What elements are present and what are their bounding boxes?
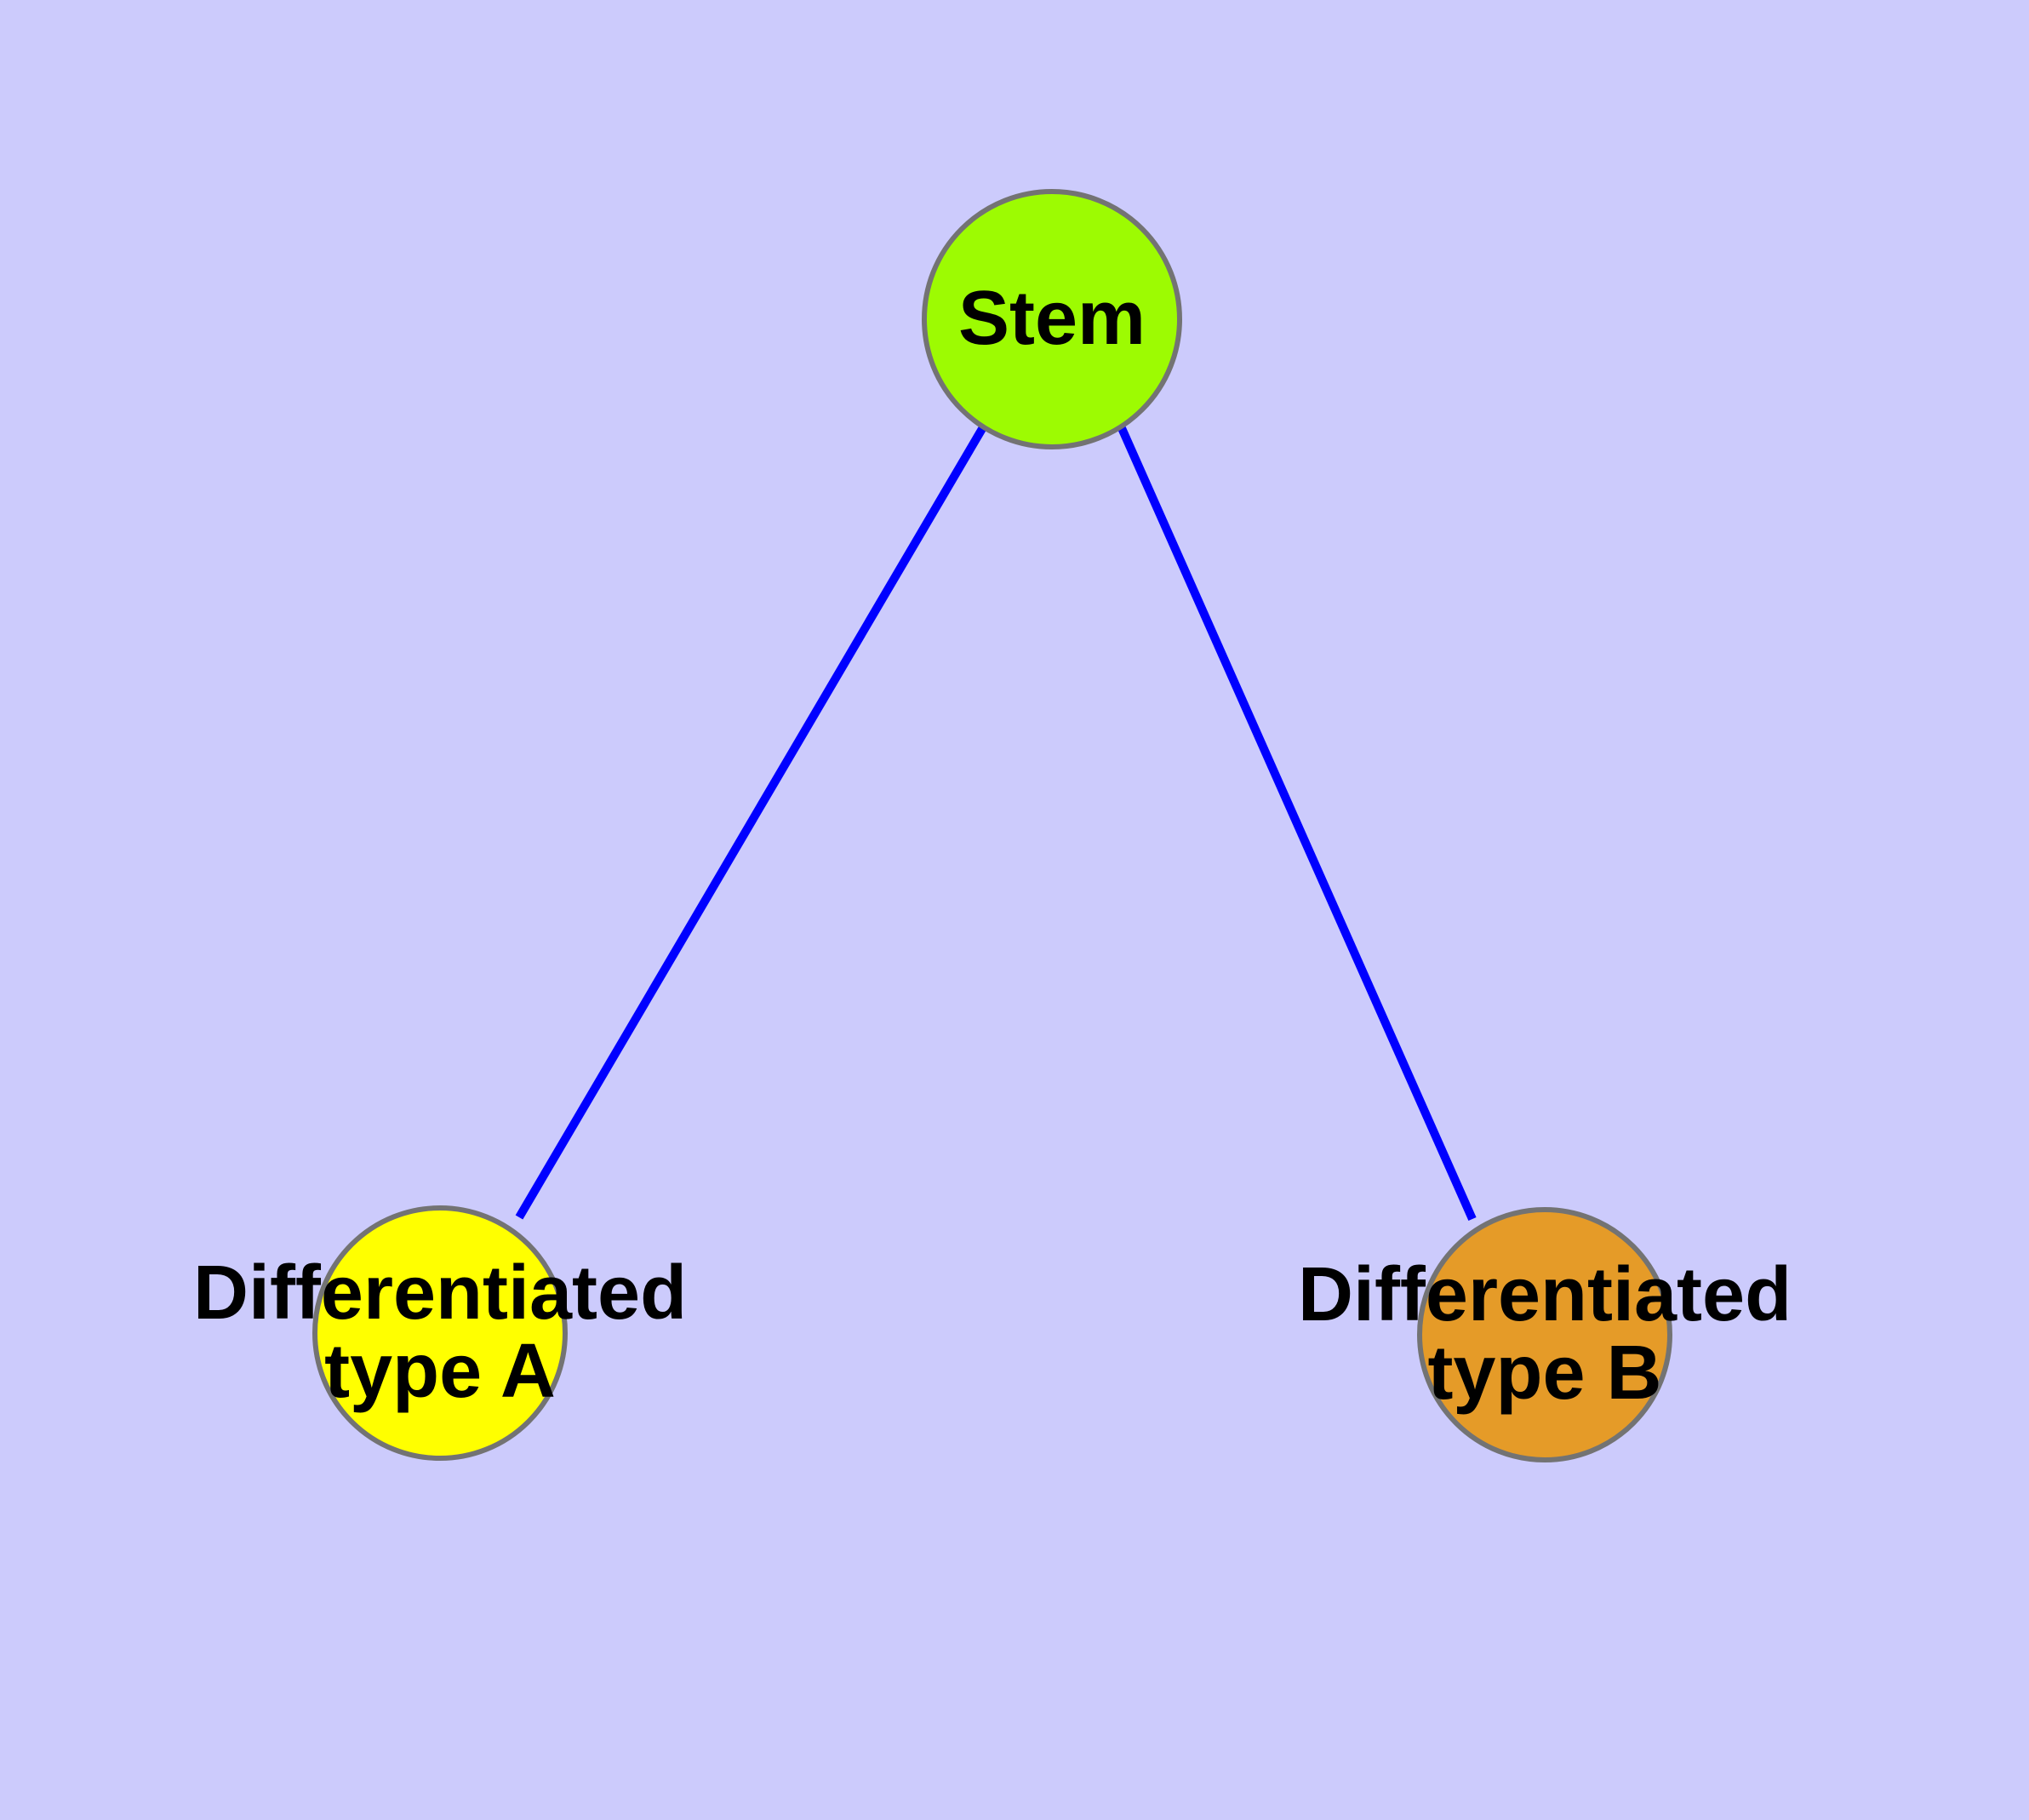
edge-stem-to-diff-b xyxy=(1117,426,1477,1222)
node-layer xyxy=(312,189,1672,1462)
edge-layer xyxy=(515,425,1477,1222)
node-stem[interactable] xyxy=(922,189,1182,449)
edge-stem-to-diff-a xyxy=(515,425,987,1220)
node-differentiated-type-b[interactable] xyxy=(1417,1207,1672,1462)
node-differentiated-type-a[interactable] xyxy=(312,1205,568,1461)
